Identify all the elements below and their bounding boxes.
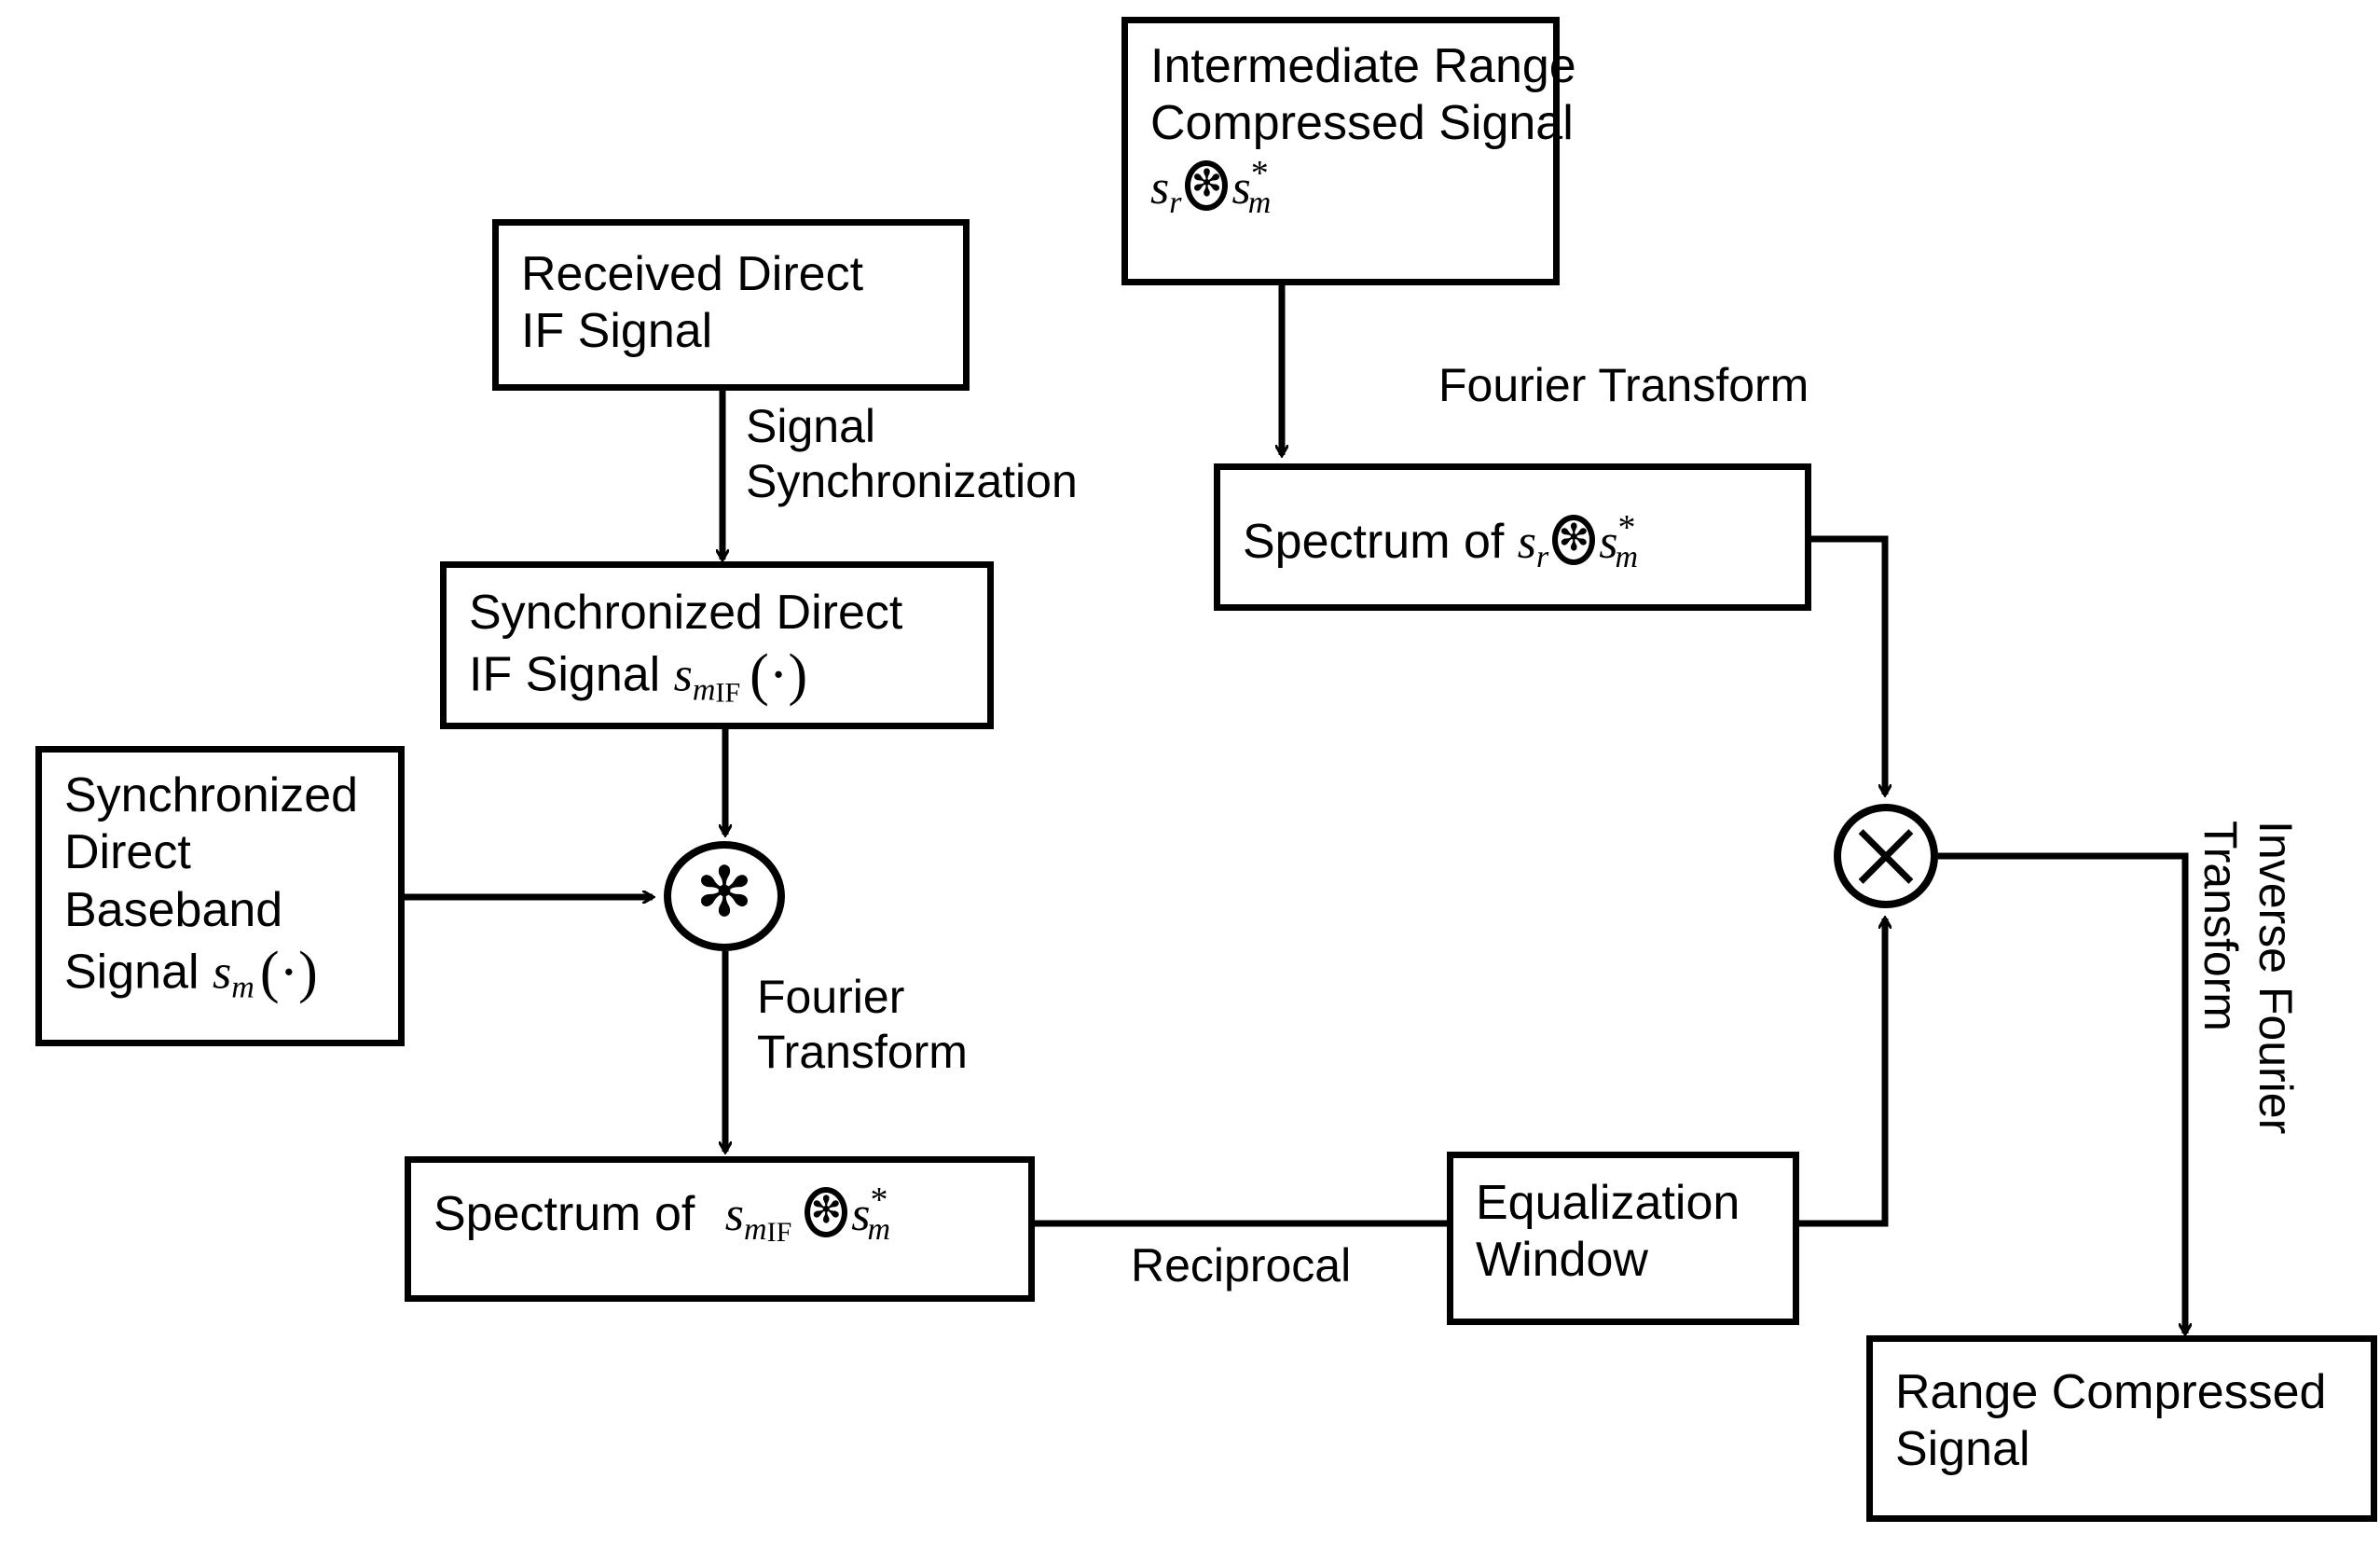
label-line-2: Transform [757, 1026, 968, 1078]
subscript-m: m [692, 672, 716, 708]
node-synchronized-direct-if-signal[interactable]: Synchronized Direct IF Signal smIF (·) [440, 561, 994, 729]
multiply-operator-icon[interactable] [1834, 804, 1938, 908]
symbol-s-m: s [1599, 515, 1618, 569]
symbol-s-r: s [1150, 160, 1170, 214]
node-line-4: Signal sm(·) [64, 939, 379, 1007]
node-line-1: Intermediate Range [1150, 39, 1576, 93]
edge-label-signal-synchronization: Signal Synchronization [746, 399, 1078, 509]
label-line-1: Signal [746, 400, 875, 452]
superscript-conjugate: * [1250, 153, 1269, 193]
node-formula-line: Spectrum of sr✻s*m [1243, 507, 1786, 576]
wire-multiply-to-range-compressed [1938, 852, 2185, 1333]
subscript-m: m [1615, 539, 1639, 574]
edge-label-reciprocal: Reciprocal [1131, 1239, 1352, 1291]
subscript-m: m [231, 970, 255, 1005]
node-formula: sr✻s*m [1150, 153, 1534, 222]
label-line-1: Inverse Fourier [2249, 821, 2302, 1135]
node-formula-line: Spectrum of smIF✻s*m [433, 1180, 1010, 1249]
symbol-s: s [673, 648, 693, 702]
node-intermediate-range-compressed-signal[interactable]: Intermediate Range Compressed Signal sr✻… [1121, 17, 1576, 285]
symbol-s-r: s [1517, 515, 1537, 569]
convolution-star-icon: ✻ [1185, 159, 1229, 211]
symbol-argument: (·) [259, 941, 318, 1005]
node-line-2: Direct [64, 825, 191, 880]
convolution-star-icon: ✻ [805, 1187, 848, 1238]
node-spectrum-of-sr-conv-sm-conjugate[interactable]: Spectrum of sr✻s*m [1214, 463, 1811, 611]
node-line-1: Range Compressed [1895, 1365, 2327, 1419]
symbol-s-m: s [851, 1187, 871, 1241]
node-line-1: Received Direct [521, 247, 864, 301]
subscript-r: r [1536, 539, 1549, 574]
wire-equalization-to-multiply [1799, 919, 1885, 1227]
superscript-conjugate: * [1617, 508, 1636, 547]
node-line-2: IF Signal smIF (·) [469, 642, 969, 710]
node-prefix-text: Spectrum of [1243, 514, 1518, 569]
label-line-2: Transform [2194, 821, 2247, 1031]
node-line-2: Compressed Signal [1150, 96, 1574, 151]
node-line-1: Synchronized Direct [469, 586, 903, 640]
node-range-compressed-signal[interactable]: Range Compressed Signal [1866, 1335, 2377, 1522]
convolution-operator-icon[interactable]: ✻ [664, 841, 785, 951]
edge-label-fourier-transform-left: Fourier Transform [757, 970, 968, 1080]
node-line-2-text: IF Signal [469, 647, 674, 702]
node-line-2: Window [1476, 1233, 1648, 1288]
label-line-2: Synchronization [746, 455, 1078, 507]
node-equalization-window[interactable]: Equalization Window [1447, 1152, 1799, 1325]
node-spectrum-of-smif-conv-sm-conjugate[interactable]: Spectrum of smIF✻s*m [405, 1156, 1035, 1302]
symbol-s-mif: s [724, 1187, 745, 1241]
edge-label-fourier-transform-top: Fourier Transform [1438, 359, 1809, 411]
node-prefix-text: Spectrum of [433, 1186, 708, 1241]
node-line-1: Equalization [1476, 1176, 1740, 1230]
label-line-1: Fourier [757, 971, 905, 1023]
node-line-2: IF Signal [521, 304, 713, 359]
subscript-r: r [1169, 185, 1182, 220]
node-received-direct-if-signal[interactable]: Received Direct IF Signal [492, 219, 970, 391]
convolution-symbol: ✻ [695, 855, 753, 932]
symbol-s-m: s [1231, 160, 1251, 214]
node-line-1: Synchronized [64, 768, 359, 822]
node-synchronized-direct-baseband-signal[interactable]: Synchronized Direct Baseband Signal sm(·… [35, 746, 405, 1046]
convolution-star-icon: ✻ [1552, 515, 1596, 566]
subscript-m: m [867, 1211, 891, 1247]
subscript-m: m [1247, 185, 1272, 220]
symbol-argument: (·) [750, 643, 808, 708]
node-line-2: Signal [1895, 1422, 2030, 1477]
wire-spectrum-right-to-multiply [1811, 535, 1885, 794]
node-line-4-text: Signal [64, 945, 213, 1000]
subscript-if: IF [766, 1216, 792, 1248]
subscript-if: IF [715, 677, 741, 709]
superscript-conjugate: * [870, 1181, 888, 1220]
edge-label-inverse-fourier-transform: Inverse Fourier Transform [2193, 821, 2303, 1134]
node-line-3: Baseband [64, 882, 283, 937]
symbol-s: s [213, 946, 232, 1000]
subscript-m: m [744, 1211, 767, 1247]
